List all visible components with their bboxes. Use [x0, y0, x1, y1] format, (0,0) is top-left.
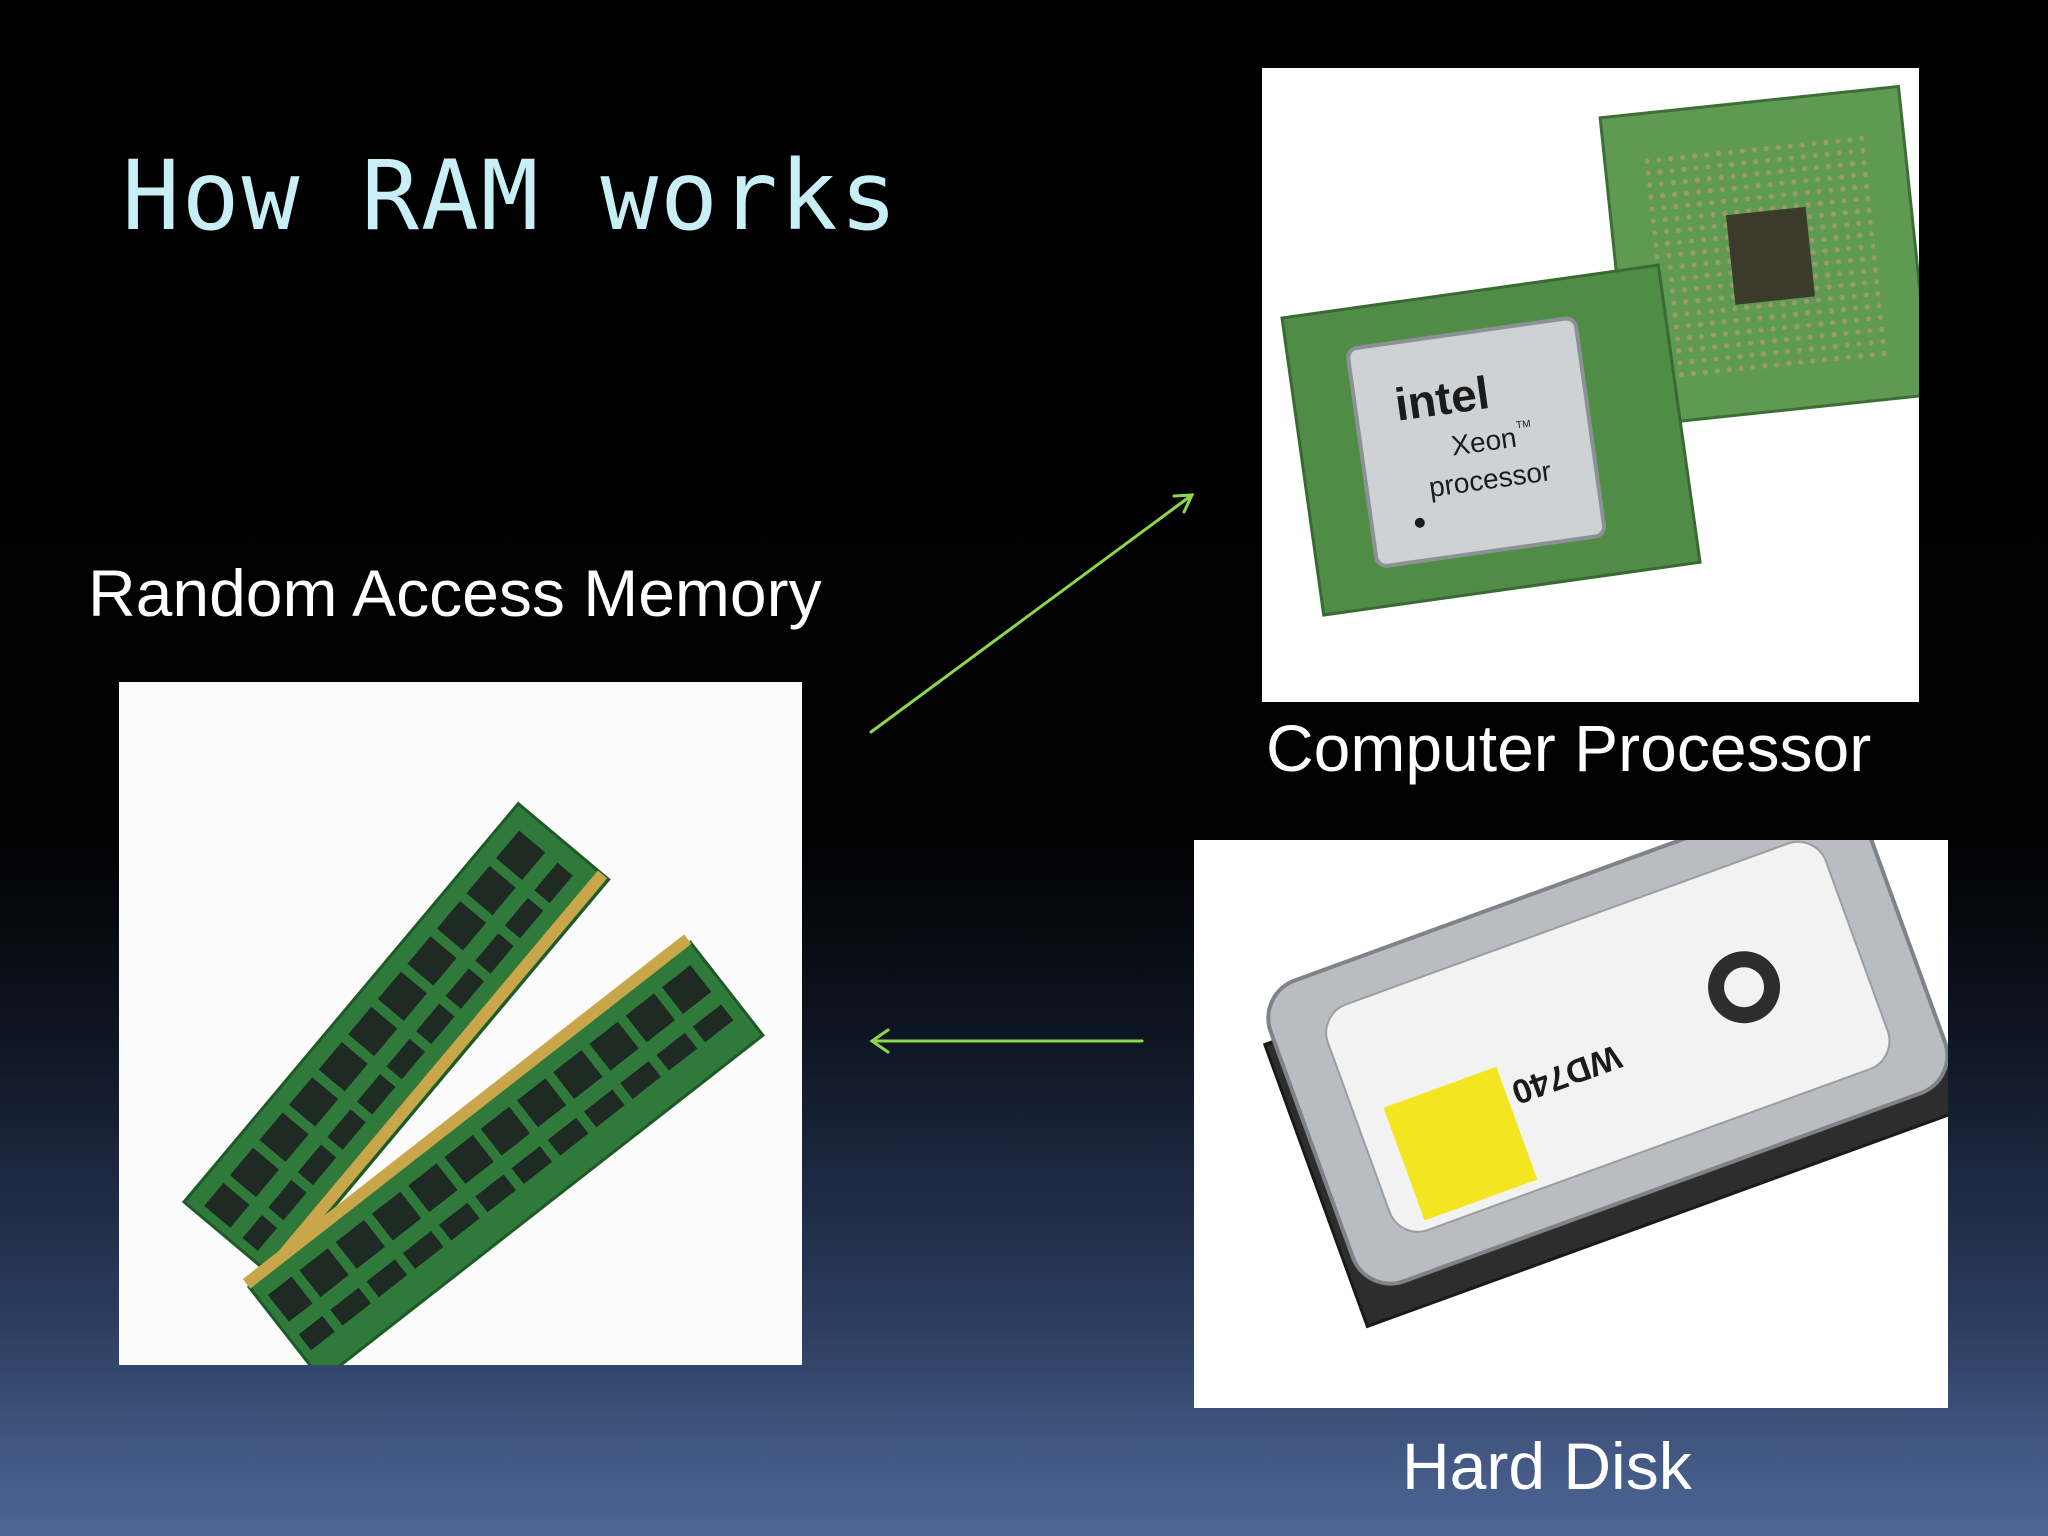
cpu-chip-icon: intel Xeon TM processor	[1280, 84, 1919, 617]
arrow-hdd-to-ram	[869, 1028, 1144, 1054]
slide-title: How RAM works	[122, 140, 900, 252]
hdd-photo: WD740	[1194, 840, 1948, 1408]
ram-module-icon	[181, 801, 766, 1365]
cpu-label: Computer Processor	[1266, 711, 1872, 785]
hdd-label: Hard Disk	[1402, 1429, 1692, 1503]
cpu-trademark-text: TM	[1516, 418, 1532, 431]
arrow-ram-to-cpu	[869, 493, 1195, 734]
hard-disk-icon: WD740	[1262, 840, 1948, 1329]
ram-photo	[119, 682, 802, 1365]
ram-label: Random Access Memory	[88, 556, 822, 630]
cpu-photo: intel Xeon TM processor	[1262, 68, 1919, 702]
